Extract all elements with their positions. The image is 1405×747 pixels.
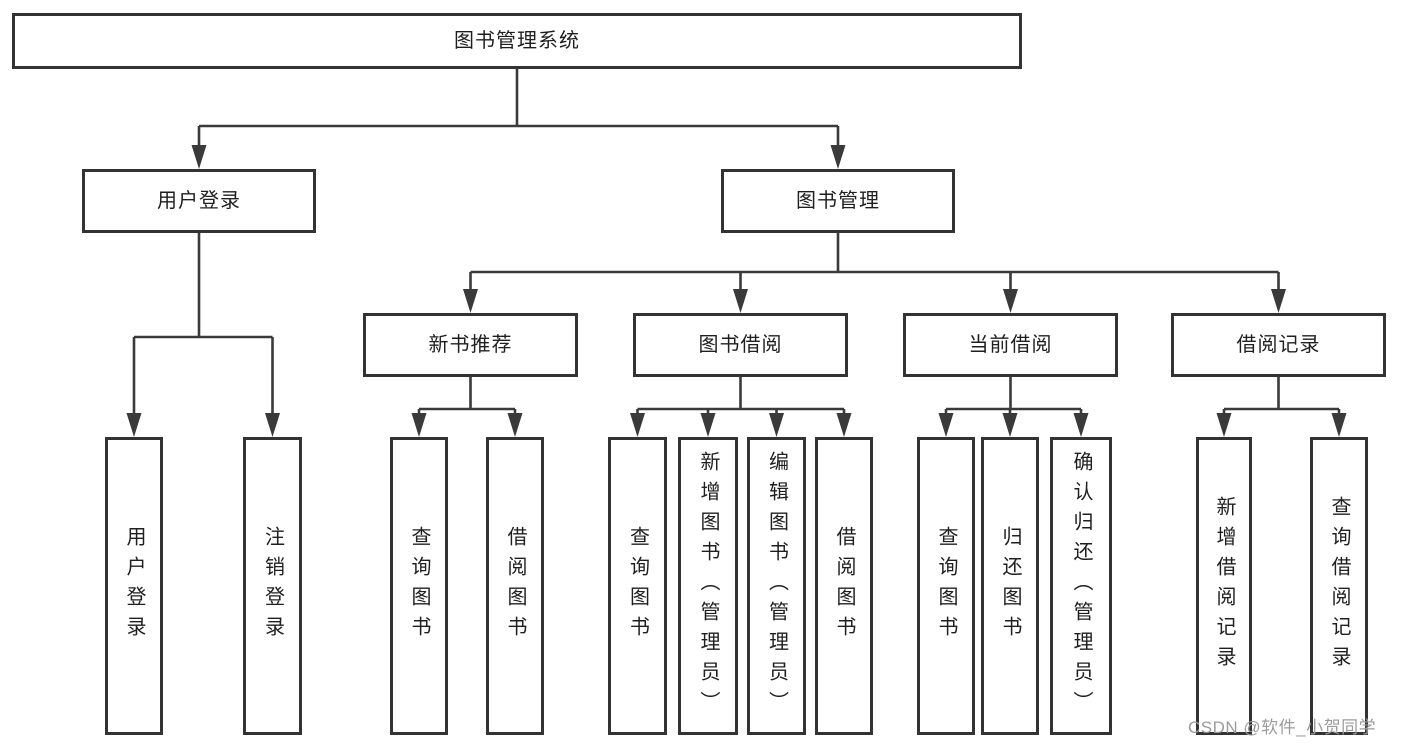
node-label: 用户登录 xyxy=(123,526,145,646)
node-label: 查询图书 xyxy=(626,526,649,646)
node-label: 新增借阅记录 xyxy=(1213,496,1235,676)
node-label: 借阅图书 xyxy=(833,526,855,646)
node-current-borrowing: 当前借阅 xyxy=(903,313,1118,377)
node-library-system: 图书管理系统 xyxy=(12,13,1022,69)
leaf-confirm-return-admin: 确认归还（管理员） xyxy=(1050,437,1112,735)
node-user-login: 用户登录 xyxy=(82,169,316,233)
node-label: 查询图书 xyxy=(408,526,430,646)
node-book-borrowing: 图书借阅 xyxy=(633,313,848,377)
leaf-logout-login: 注销登录 xyxy=(243,437,302,735)
leaf-query-books-borrowing: 查询图书 xyxy=(608,437,667,735)
leaf-query-books-recommend: 查询图书 xyxy=(390,437,448,735)
node-label: 图书管理 xyxy=(796,190,880,212)
node-label: 编辑图书（管理员） xyxy=(765,451,788,721)
leaf-return-books: 归还图书 xyxy=(981,437,1039,735)
leaf-query-borrow-record: 查询借阅记录 xyxy=(1310,437,1368,735)
node-label: 查询借阅记录 xyxy=(1328,496,1350,676)
node-label: 查询图书 xyxy=(935,526,957,646)
node-label: 注销登录 xyxy=(261,526,284,646)
node-label: 新书推荐 xyxy=(428,334,513,356)
node-label: 用户登录 xyxy=(157,190,241,212)
node-label: 借阅图书 xyxy=(504,526,526,646)
node-label: 确认归还（管理员） xyxy=(1070,451,1092,721)
leaf-query-books-current: 查询图书 xyxy=(917,437,975,735)
leaf-add-book-admin: 新增图书（管理员） xyxy=(678,437,738,735)
node-label: 新增图书（管理员） xyxy=(697,451,719,721)
node-label: 图书管理系统 xyxy=(454,30,580,52)
leaf-add-borrow-record: 新增借阅记录 xyxy=(1196,437,1252,735)
node-label: 当前借阅 xyxy=(968,334,1053,356)
leaf-borrow-books-recommend: 借阅图书 xyxy=(486,437,544,735)
node-label: 归还图书 xyxy=(999,526,1021,646)
leaf-edit-book-admin: 编辑图书（管理员） xyxy=(747,437,806,735)
node-borrowing-records: 借阅记录 xyxy=(1171,313,1386,377)
watermark: CSDN @软件_小贺同学 xyxy=(1188,718,1377,737)
node-new-book-recommendation: 新书推荐 xyxy=(363,313,578,377)
node-book-management: 图书管理 xyxy=(721,169,955,233)
node-label: 图书借阅 xyxy=(698,334,783,356)
node-label: 借阅记录 xyxy=(1236,334,1321,356)
leaf-borrow-books-borrowing: 借阅图书 xyxy=(815,437,873,735)
leaf-user-login: 用户登录 xyxy=(105,437,163,735)
